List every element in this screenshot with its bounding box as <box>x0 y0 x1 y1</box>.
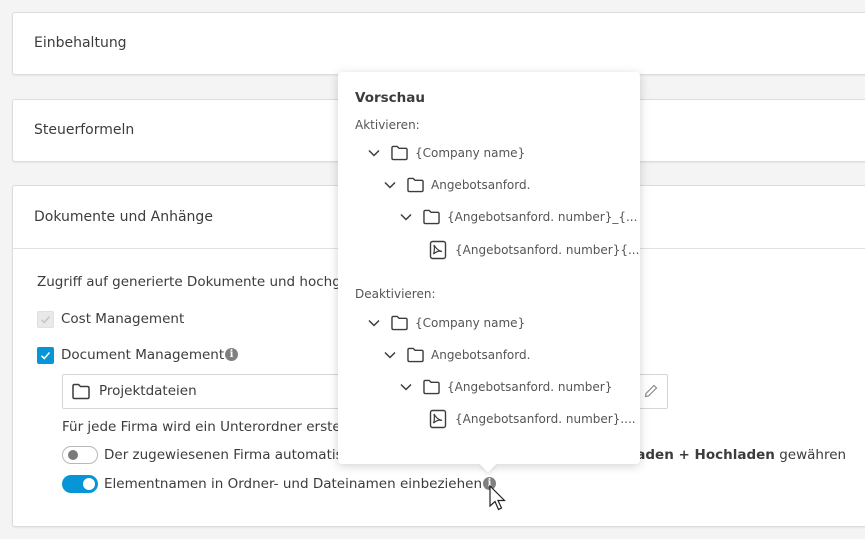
tree-item: {Angebotsanford. number} <box>399 377 612 397</box>
folder-icon <box>391 315 408 331</box>
chevron-down-icon <box>400 383 412 391</box>
include-element-names-label: Elementnamen in Ordner- und Dateinamen e… <box>104 476 483 492</box>
pdf-file-icon <box>429 240 447 260</box>
chevron-down-icon <box>384 351 396 359</box>
cost-management-label: Cost Management <box>61 311 185 327</box>
pdf-file-icon <box>429 409 447 429</box>
chevron-down-icon <box>384 181 396 189</box>
auto-permission-bold: rladen + Hochladen <box>625 447 775 463</box>
folder-icon <box>391 145 408 161</box>
toggle-knob <box>83 478 95 490</box>
tree-item: {Company name} <box>367 143 525 163</box>
tree-item: Angebotsanford. <box>383 175 530 195</box>
section-einbehaltung[interactable]: Einbehaltung <box>12 12 865 75</box>
document-management-checkbox[interactable] <box>37 347 54 364</box>
folder-icon <box>72 383 90 400</box>
tree-item: {Company name} <box>367 313 525 333</box>
tree-item-label: {Angebotsanford. number}{... <box>455 243 640 257</box>
check-icon <box>40 351 51 360</box>
pencil-icon[interactable] <box>643 383 659 399</box>
info-icon[interactable]: i <box>225 348 238 361</box>
folder-path-value: Projektdateien <box>99 383 197 399</box>
access-intro-text: Zugriff auf generierte Dokumente und hoc… <box>37 274 350 290</box>
folder-icon <box>423 209 440 225</box>
preview-popover: Vorschau Aktivieren: {Company name} Ange… <box>338 72 640 473</box>
section-title: Steuerformeln <box>34 122 135 138</box>
mouse-cursor-icon <box>489 485 506 511</box>
preview-title: Vorschau <box>355 90 426 106</box>
chevron-down-icon <box>400 213 412 221</box>
folder-icon <box>407 177 424 193</box>
check-icon <box>40 316 51 324</box>
folder-icon <box>407 347 424 363</box>
auto-permission-label: Der zugewiesenen Firma automatis <box>104 447 343 463</box>
cost-management-checkbox <box>37 311 54 328</box>
include-element-names-toggle[interactable] <box>62 475 98 493</box>
tree-item-label: {Angebotsanford. number} <box>447 380 613 394</box>
tree-item: {Angebotsanford. number}{... <box>429 240 639 260</box>
section-title: Einbehaltung <box>34 35 127 51</box>
tree-item: {Angebotsanford. number}.... <box>429 409 636 429</box>
chevron-down-icon <box>368 319 380 327</box>
auto-permission-text: Der zugewiesenen Firma automatis <box>104 447 343 463</box>
auto-permission-suffix: gewähren <box>774 447 847 463</box>
tree-item: Angebotsanford. <box>383 345 530 365</box>
auto-permission-label-end: rladen + Hochladen gewähren <box>625 447 846 463</box>
tree-item-label: {Angebotsanford. number}.... <box>455 412 636 426</box>
subfolder-note: Für jede Firma wird ein Unterordner erst… <box>62 419 341 435</box>
chevron-down-icon <box>368 149 380 157</box>
tree-item-label: Angebotsanford. <box>431 348 531 362</box>
tree-item-label: Angebotsanford. <box>431 178 531 192</box>
disable-label: Deaktivieren: <box>355 287 436 301</box>
tree-item-label: {Company name} <box>415 316 526 330</box>
auto-permission-toggle[interactable] <box>62 446 98 464</box>
document-management-label: Document Management <box>61 347 225 363</box>
enable-label: Aktivieren: <box>355 118 420 132</box>
tree-item: {Angebotsanford. number}_{... <box>399 207 637 227</box>
toggle-knob <box>68 450 78 460</box>
folder-icon <box>423 379 440 395</box>
info-icon[interactable]: i <box>483 477 496 490</box>
tree-item-label: {Company name} <box>415 146 526 160</box>
tree-item-label: {Angebotsanford. number}_{... <box>447 210 638 224</box>
